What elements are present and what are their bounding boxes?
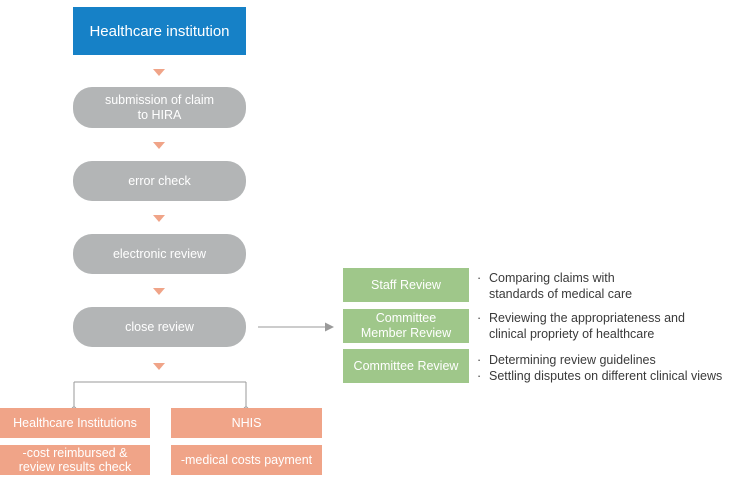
staff-review-label: Staff Review xyxy=(371,277,441,292)
committee-review-box: Committee Review xyxy=(343,349,469,383)
error-check-step: error check xyxy=(73,161,246,201)
committee-member-desc-line-2: clinical propriety of healthcare xyxy=(489,327,655,341)
flow-arrow-1 xyxy=(153,69,165,76)
committee-review-description: ·Determining review guidelines ·Settling… xyxy=(477,352,722,384)
submission-step: submission of claim to HIRA xyxy=(73,87,246,128)
close-review-step: close review xyxy=(73,307,246,347)
healthcare-institution-label: Healthcare institution xyxy=(89,22,230,40)
staff-review-desc-line-2: standards of medical care xyxy=(489,287,633,301)
flow-arrow-4 xyxy=(153,288,165,295)
bullet: · xyxy=(477,311,482,325)
healthcare-institutions-title: Healthcare Institutions xyxy=(13,415,137,430)
healthcare-institutions-detail-line-1: -cost reimbursed & xyxy=(22,446,128,460)
error-check-label: error check xyxy=(128,173,191,188)
close-review-arrowhead xyxy=(325,322,334,332)
electronic-review-step: electronic review xyxy=(73,234,246,274)
nhis-detail-line-1: -medical costs payment xyxy=(180,452,313,467)
committee-review-label: Committee Review xyxy=(353,358,459,373)
submission-step-line-1: submission of claim xyxy=(104,92,215,107)
bullet: · xyxy=(477,271,482,285)
healthcare-institution-box: Healthcare institution xyxy=(73,7,246,55)
flow-arrow-2 xyxy=(153,142,165,149)
electronic-review-label: electronic review xyxy=(112,246,207,261)
healthcare-institutions-detail: -cost reimbursed & review results check xyxy=(0,445,150,475)
bullet: · xyxy=(477,353,482,367)
close-review-label: close review xyxy=(125,319,194,334)
committee-member-review-box: Committee Member Review xyxy=(343,309,469,343)
healthcare-institutions-detail-line-2: review results check xyxy=(18,460,132,474)
staff-review-box: Staff Review xyxy=(343,268,469,302)
healthcare-institutions-outcome: Healthcare Institutions xyxy=(0,408,150,438)
staff-review-desc-line-1: ·Comparing claims with xyxy=(477,271,615,285)
nhis-outcome: NHIS xyxy=(171,408,322,438)
committee-review-desc-line-1: ·Determining review guidelines xyxy=(477,353,656,367)
nhis-detail: -medical costs payment xyxy=(171,445,322,475)
flow-arrow-3 xyxy=(153,215,165,222)
nhis-title: NHIS xyxy=(231,415,262,430)
flow-arrow-5 xyxy=(153,363,165,370)
committee-member-review-description: ·Reviewing the appropriateness and clini… xyxy=(477,310,685,342)
committee-member-review-line-1: Committee xyxy=(375,311,437,325)
staff-review-description: ·Comparing claims with standards of medi… xyxy=(477,270,632,302)
committee-member-desc-line-1: ·Reviewing the appropriateness and xyxy=(477,311,685,325)
committee-review-desc-line-2: ·Settling disputes on different clinical… xyxy=(477,369,723,383)
committee-member-review-line-2: Member Review xyxy=(360,326,452,340)
submission-step-line-2: to HIRA xyxy=(137,107,182,122)
bullet: · xyxy=(477,369,482,383)
